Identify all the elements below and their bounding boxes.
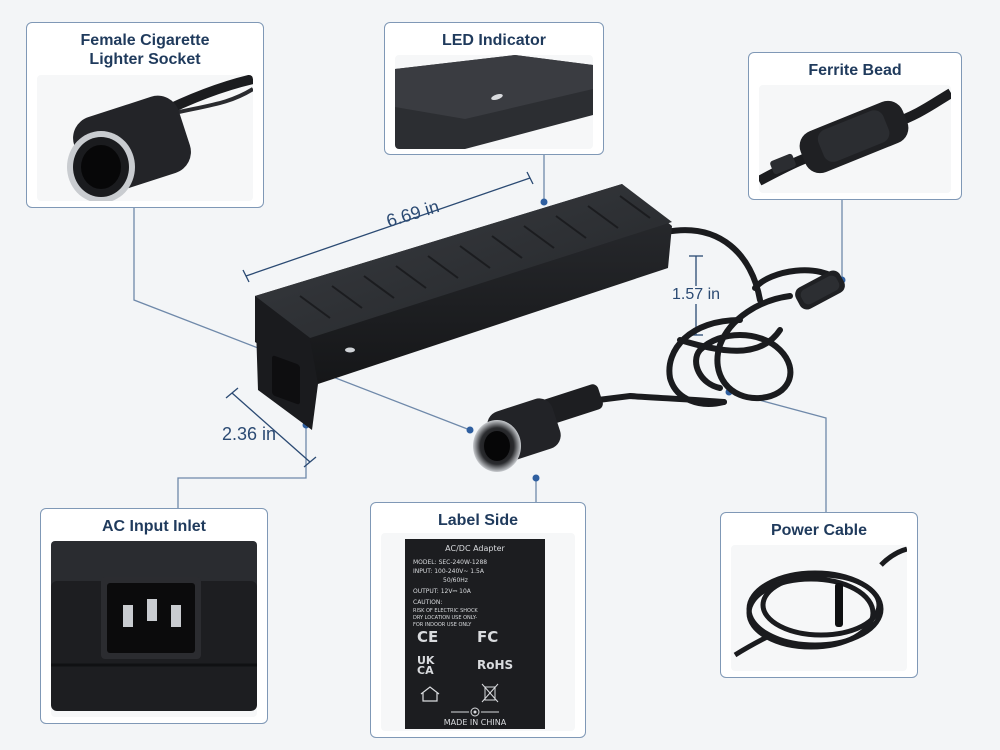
cable-photo [731,545,907,671]
label-output: OUTPUT: 12V⎓ 10A [413,588,471,595]
polarity-icon [451,707,499,717]
callout-female-socket: Female Cigarette Lighter Socket [26,22,264,208]
rohs-mark: RoHS [477,658,514,672]
led-photo [395,55,593,149]
label-made-in: MADE IN CHINA [443,718,507,727]
callout-ac-input-inlet: AC Input Inlet [40,508,268,724]
callout-title-label-side: Label Side [437,512,519,529]
height-dimension-label: 1.57 in [672,286,721,304]
label-photo: AC/DC Adapter MODEL: SEC-240W-1288 INPUT… [381,533,575,731]
callout-title-ac-inlet: AC Input Inlet [102,518,206,535]
label-input: INPUT: 100-240V~ 1.5A [413,568,484,575]
ce-mark: CE [417,628,439,646]
callout-power-cable: Power Cable [720,512,918,678]
label-frequency: 50/60Hz [443,577,468,584]
ac-inlet-photo [51,541,257,717]
label-warning-2: DRY LOCATION USE ONLY- [413,615,478,621]
callout-title-led: LED Indicator [441,32,546,49]
ferrite-photo [759,85,951,193]
rating-label-plate: AC/DC Adapter MODEL: SEC-240W-1288 INPUT… [405,539,545,729]
weee-bin-icon [481,683,499,703]
label-title: AC/DC Adapter [445,544,505,553]
ukca-mark-top: UK [417,654,435,667]
fcc-mark: FC [477,628,499,646]
callout-label-side: Label Side AC/DC Adapter MODEL: SEC-240W… [370,502,586,738]
socket-photo [37,75,253,201]
label-model: MODEL: SEC-240W-1288 [413,559,488,566]
label-caution: CAUTION: [413,599,443,606]
house-icon [420,686,440,702]
callout-title-ferrite: Ferrite Bead [808,62,902,79]
ukca-mark-bottom: CA [417,664,434,677]
label-warning-3: FOR INDOOR USE ONLY [413,622,472,628]
callout-title-power-cable: Power Cable [770,522,868,539]
callout-ferrite-bead: Ferrite Bead [748,52,962,200]
callout-title-female-socket: Female Cigarette Lighter Socket [80,32,210,68]
callout-led-indicator: LED Indicator [384,22,604,155]
label-warning-1: RISK OF ELECTRIC SHOCK [413,608,478,614]
width-dimension-label: 2.36 in [222,424,277,444]
